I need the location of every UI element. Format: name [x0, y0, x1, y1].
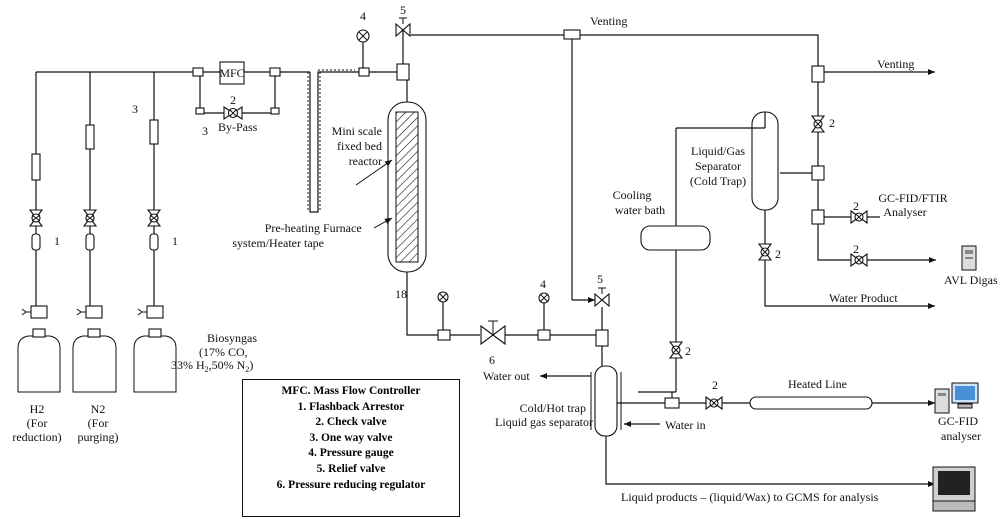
heater-tape [307, 69, 355, 213]
leader-arrows [355, 159, 393, 229]
label-arrestor-1b: 1 [172, 234, 178, 248]
label-gauge-4-mid: 4 [540, 277, 546, 291]
reactor [387, 101, 440, 336]
svg-text:reactor: reactor [349, 154, 382, 168]
gcms-computer-icon [932, 466, 976, 512]
legend-box: MFC. Mass Flow Controller 1. Flashback A… [242, 379, 460, 517]
legend-item-1: 1. Flashback Arrestor [297, 400, 405, 413]
svg-text:fixed bed: fixed bed [337, 139, 382, 153]
svg-text:Liquid/Gas: Liquid/Gas [691, 144, 745, 158]
label-water-out: Water out [483, 369, 530, 383]
svg-text:system/Heater tape: system/Heater tape [232, 236, 324, 250]
svg-text:reduction): reduction) [12, 430, 61, 444]
svg-text:Pre-heating: Pre-heating [265, 221, 320, 235]
svg-text:(Cold Trap): (Cold Trap) [690, 174, 746, 188]
label-heated-line: Heated Line [788, 377, 847, 391]
regulator-line [437, 287, 610, 366]
label-one-way-3: 3 [132, 102, 138, 116]
svg-text:Cooling: Cooling [613, 188, 652, 202]
label-cooling: Cooling water bath [613, 188, 665, 217]
mfc-box [219, 61, 245, 85]
label-regulator-6: 6 [489, 353, 495, 367]
label-preheat: Pre-heating system/Heater tape [232, 221, 324, 250]
cylinder-regulators [21, 308, 147, 316]
label-check-2c: 2 [853, 242, 859, 256]
label-relief-5-top: 5 [400, 3, 406, 17]
label-gcfid: GC-FID analyser [938, 414, 981, 443]
label-avl: AVL Digas [944, 273, 998, 287]
svg-text:GC-FID/FTIR: GC-FID/FTIR [878, 191, 947, 205]
flashback-arrestors [31, 233, 159, 251]
supply-check-valves [28, 209, 162, 227]
svg-text:purging): purging) [77, 430, 118, 444]
legend-item-3: 3. One way valve [309, 431, 393, 444]
legend-item-4: 4. Pressure gauge [308, 447, 394, 460]
label-gauge-4-top: 4 [360, 9, 366, 23]
svg-text:Separator: Separator [695, 159, 741, 173]
label-bypass: By-Pass [218, 120, 258, 134]
cold-hot-trap [540, 365, 935, 487]
label-cylinder-n2: N2 (For purging) [77, 402, 118, 444]
venting-top [563, 29, 936, 300]
avl-digas-icon [961, 245, 977, 271]
label-bypass-2: 2 [230, 93, 236, 107]
label-mfc: MFC [219, 66, 244, 80]
label-venting-right: Venting [877, 57, 914, 71]
label-cylinder-h2: H2 (For reduction) [12, 402, 61, 444]
legend-item-6: 6. Pressure reducing regulator [276, 478, 426, 491]
cylinder-biosyngas [133, 305, 177, 393]
label-reactor: Mini scale fixed bed reactor [332, 124, 382, 168]
svg-text:(For: (For [88, 416, 109, 430]
svg-text:GC-FID: GC-FID [938, 414, 978, 428]
label-check-2f: 2 [712, 378, 718, 392]
cylinder-h2 [17, 305, 61, 393]
gc-fid-computer-icon [934, 382, 979, 414]
label-bypass-3: 3 [202, 124, 208, 138]
svg-text:N2: N2 [91, 402, 106, 416]
label-water-in: Water in [665, 418, 706, 432]
label-furnace: Furnace [323, 221, 362, 235]
svg-text:Biosyngas: Biosyngas [207, 331, 257, 345]
svg-text:Mini scale: Mini scale [332, 124, 382, 138]
label-cold-hot-trap: Cold/Hot trap Liquid gas separator [495, 401, 593, 429]
label-venting-top: Venting [590, 14, 627, 28]
svg-text:H2: H2 [30, 402, 45, 416]
svg-text:water bath: water bath [615, 203, 665, 217]
cylinder-n2 [72, 305, 117, 393]
label-separator: Liquid/Gas Separator (Cold Trap) [690, 144, 746, 188]
top-reactor-line [355, 17, 572, 105]
svg-text:(17% CO,: (17% CO, [199, 345, 248, 359]
legend-item-mfc: MFC. Mass Flow Controller [281, 385, 421, 397]
label-liquid-products: Liquid products – (liquid/Wax) to GCMS f… [621, 490, 879, 504]
label-check-2b: 2 [853, 199, 859, 213]
label-biosyngas-formula: 33% H2,50% N2) [171, 358, 253, 374]
mfc-section [192, 61, 310, 121]
label-relief-5-mid: 5 [597, 272, 603, 286]
cold-trap-separator [675, 111, 935, 309]
legend-item-5: 5. Relief valve [316, 462, 386, 475]
one-way-valves [31, 119, 159, 181]
label-check-2a: 2 [829, 116, 835, 130]
svg-text:Cold/Hot trap: Cold/Hot trap [520, 401, 586, 415]
supply-lines [35, 71, 196, 306]
label-gcfid-ftir: GC-FID/FTIR Analyser [878, 191, 947, 219]
label-water-product: Water Product [829, 291, 898, 305]
svg-text:(For: (For [27, 416, 48, 430]
bath-check-valve [668, 341, 684, 359]
label-check-2d: 2 [775, 247, 781, 261]
svg-text:Analyser: Analyser [883, 205, 926, 219]
svg-text:analyser: analyser [941, 429, 981, 443]
cooling-water-bath [638, 225, 711, 393]
svg-text:Liquid gas separator: Liquid gas separator [495, 415, 593, 429]
legend-item-2: 2. Check valve [315, 416, 387, 429]
label-biosyngas: Biosyngas (17% CO, 33% H2,50% N2) [171, 331, 257, 374]
label-arrestor-1a: 1 [54, 234, 60, 248]
label-18: 18 [395, 287, 407, 301]
label-check-2e: 2 [685, 344, 691, 358]
